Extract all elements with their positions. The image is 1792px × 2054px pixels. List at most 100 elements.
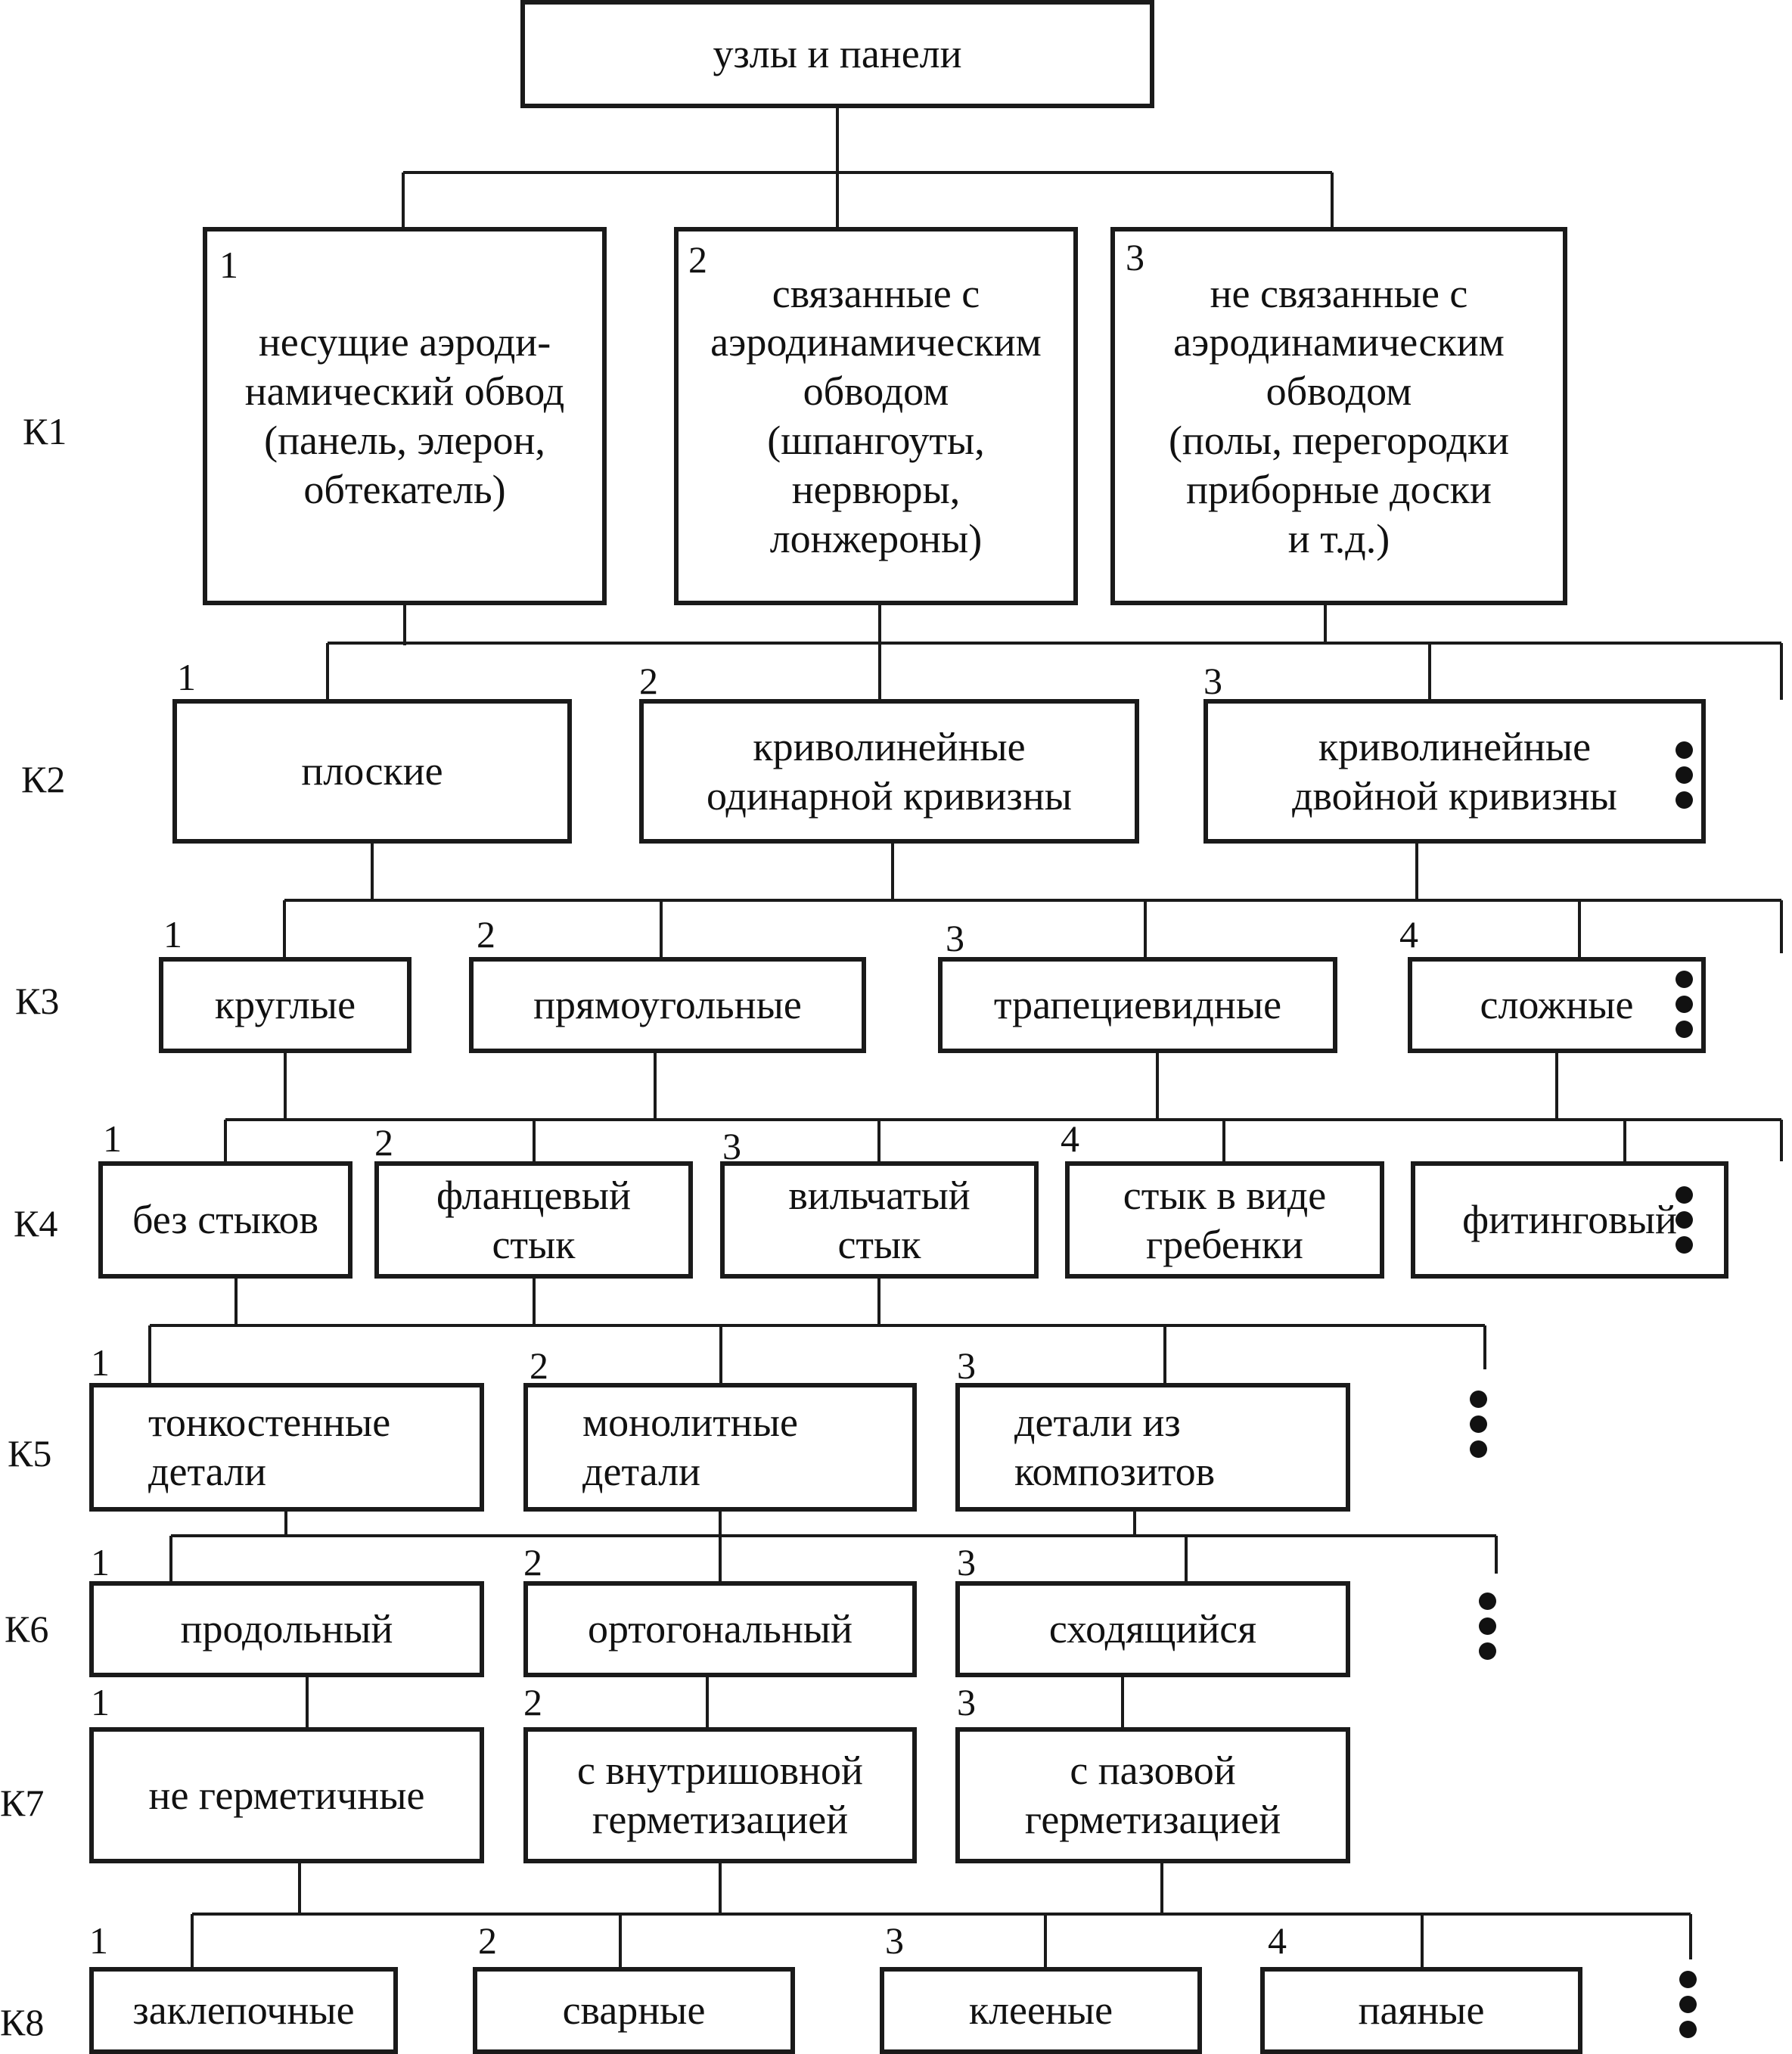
node-k1-2: связанные с аэродинамическим обводом (шп… bbox=[674, 227, 1078, 605]
node-number: 1 bbox=[219, 244, 238, 286]
node-number: 1 bbox=[163, 913, 182, 956]
node-number: 3 bbox=[722, 1125, 741, 1167]
node-k2-2: криволинейные одинарной кривизны bbox=[639, 699, 1139, 844]
node-number: 3 bbox=[957, 1541, 976, 1583]
ellipsis-icon bbox=[1470, 1391, 1489, 1465]
node-label: связанные с аэродинамическим обводом (шп… bbox=[710, 270, 1042, 561]
root-label: узлы и панели bbox=[713, 31, 962, 77]
node-label: без стыков bbox=[132, 1197, 319, 1243]
node-number: 1 bbox=[103, 1117, 122, 1160]
node-label: паяные bbox=[1358, 1987, 1485, 2034]
node-number: 1 bbox=[89, 1919, 108, 1962]
node-number: 2 bbox=[374, 1121, 393, 1164]
node-number: 2 bbox=[523, 1681, 542, 1723]
level-label-k8: К8 bbox=[0, 2001, 45, 2043]
node-k3-2: прямоугольные bbox=[469, 957, 866, 1053]
level-label-k7: К7 bbox=[0, 1782, 45, 1824]
node-k4-2: фланцевый стык bbox=[374, 1161, 693, 1279]
node-label: не связанные с аэродинамическим обводом … bbox=[1168, 270, 1510, 561]
node-label: не герметичные bbox=[148, 1772, 425, 1818]
node-k7-1: не герметичные bbox=[89, 1727, 484, 1863]
ellipsis-icon bbox=[1479, 1593, 1499, 1667]
node-label: с внутришовной герметизацией bbox=[577, 1748, 863, 1842]
node-k3-3: трапециевидные bbox=[938, 957, 1337, 1053]
node-k5-2: монолитные детали bbox=[523, 1383, 917, 1512]
node-k3-4: сложные bbox=[1408, 957, 1706, 1053]
node-label: прямоугольные bbox=[533, 982, 802, 1028]
level-label-k6: К6 bbox=[5, 1608, 49, 1650]
node-number: 1 bbox=[91, 1681, 110, 1723]
node-number: 4 bbox=[1399, 913, 1418, 956]
node-label: фланцевый стык bbox=[436, 1172, 631, 1267]
node-k6-2: ортогональный bbox=[523, 1581, 917, 1677]
node-k8-2: сварные bbox=[473, 1967, 795, 2054]
node-number: 3 bbox=[1203, 660, 1222, 702]
node-k1-3: не связанные с аэродинамическим обводом … bbox=[1110, 227, 1567, 605]
node-k5-3: детали из композитов bbox=[955, 1383, 1350, 1512]
node-label: криволинейные одинарной кривизны bbox=[706, 723, 1073, 819]
node-number: 2 bbox=[478, 1919, 497, 1962]
node-k6-1: продольный bbox=[89, 1581, 484, 1677]
node-number: 2 bbox=[477, 913, 495, 956]
node-label: сходящийся bbox=[1048, 1606, 1257, 1652]
node-label: трапециевидные bbox=[993, 982, 1282, 1028]
node-number: 3 bbox=[957, 1344, 976, 1387]
node-label: круглые bbox=[214, 982, 356, 1028]
node-label: ортогональный bbox=[588, 1606, 853, 1652]
node-k5-1: тонкостенные детали bbox=[89, 1383, 484, 1512]
node-label: фитинговый bbox=[1462, 1197, 1677, 1243]
node-label: продольный bbox=[180, 1606, 393, 1652]
level-label-k3: К3 bbox=[15, 980, 60, 1022]
ellipsis-icon bbox=[1679, 1971, 1699, 2046]
node-k4-1: без стыков bbox=[98, 1161, 352, 1279]
node-label: детали из композитов bbox=[1014, 1400, 1216, 1494]
node-number: 4 bbox=[1268, 1919, 1287, 1962]
node-number: 3 bbox=[1126, 236, 1144, 278]
node-label: монолитные детали bbox=[582, 1400, 798, 1494]
node-label: стык в виде гребенки bbox=[1123, 1172, 1327, 1267]
node-k4-4: стык в виде гребенки bbox=[1065, 1161, 1384, 1279]
node-label: клееные bbox=[968, 1987, 1113, 2034]
ellipsis-icon bbox=[1676, 741, 1695, 816]
node-number: 3 bbox=[946, 917, 964, 959]
ellipsis-icon bbox=[1676, 971, 1695, 1046]
node-number: 4 bbox=[1061, 1117, 1079, 1160]
node-k7-3: с пазовой герметизацией bbox=[955, 1727, 1350, 1863]
node-label: заклепочные bbox=[132, 1987, 355, 2034]
node-label: сварные bbox=[562, 1987, 706, 2034]
node-number: 1 bbox=[91, 1341, 110, 1384]
level-label-k4: К4 bbox=[14, 1202, 58, 1245]
node-number: 2 bbox=[530, 1344, 548, 1387]
root-node: узлы и панели bbox=[520, 0, 1154, 108]
node-label: с пазовой герметизацией bbox=[1024, 1748, 1281, 1842]
node-k4-3: вильчатый стык bbox=[720, 1161, 1039, 1279]
node-number: 2 bbox=[688, 238, 707, 281]
node-number: 2 bbox=[639, 660, 658, 702]
node-k8-4: паяные bbox=[1260, 1967, 1582, 2054]
node-k2-1: плоские bbox=[172, 699, 572, 844]
node-label: тонкостенные детали bbox=[148, 1400, 391, 1494]
node-number: 3 bbox=[885, 1919, 904, 1962]
node-label: вильчатый стык bbox=[788, 1172, 971, 1267]
level-label-k2: К2 bbox=[21, 758, 66, 800]
node-label: криволинейные двойной кривизны bbox=[1292, 723, 1617, 819]
node-k6-3: сходящийся bbox=[955, 1581, 1350, 1677]
node-number: 2 bbox=[523, 1541, 542, 1583]
node-number: 3 bbox=[957, 1681, 976, 1723]
node-k1-1: несущие аэроди- намический обвод (панель… bbox=[203, 227, 607, 605]
node-number: 1 bbox=[91, 1541, 110, 1583]
node-k7-2: с внутришовной герметизацией bbox=[523, 1727, 917, 1863]
node-label: сложные bbox=[1480, 982, 1634, 1028]
node-k8-1: заклепочные bbox=[89, 1967, 398, 2054]
node-label: плоские bbox=[301, 748, 443, 794]
level-label-k1: К1 bbox=[23, 410, 67, 452]
ellipsis-icon bbox=[1676, 1186, 1695, 1261]
node-k8-3: клееные bbox=[880, 1967, 1202, 2054]
node-k3-1: круглые bbox=[159, 957, 412, 1053]
node-label: несущие аэроди- намический обвод (панель… bbox=[244, 319, 565, 512]
node-k2-3: криволинейные двойной кривизны bbox=[1203, 699, 1706, 844]
node-number: 1 bbox=[177, 656, 196, 698]
level-label-k5: К5 bbox=[8, 1432, 52, 1474]
